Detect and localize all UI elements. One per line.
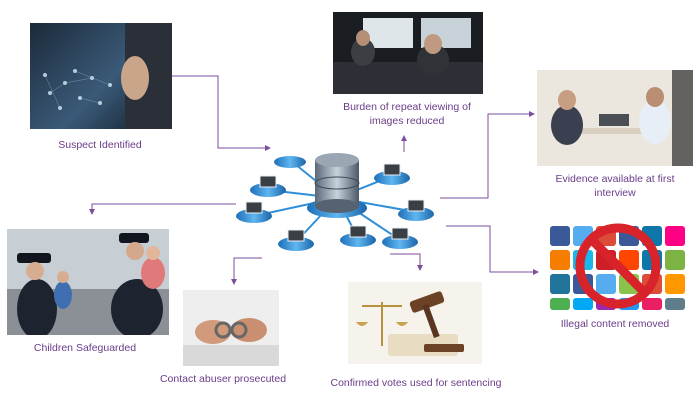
officers-with-children-image — [7, 229, 169, 335]
votes-photo — [348, 282, 482, 364]
children-photo — [7, 229, 169, 335]
laptop-node — [236, 156, 434, 251]
arrow-evidence — [440, 111, 535, 199]
database-network-icon — [236, 153, 434, 251]
arrow-suspect — [172, 75, 271, 151]
evidence-photo — [537, 70, 693, 166]
arrow-children — [89, 203, 236, 215]
label-burden-line2: images reduced — [369, 114, 445, 127]
touchscreen-network-image — [43, 23, 172, 129]
contact-photo — [183, 290, 279, 366]
label-evidence-available: Evidence available at first interview — [530, 173, 700, 200]
suspect-photo — [30, 23, 172, 129]
illegal-content-graphic — [548, 222, 688, 310]
arrow-illegal — [446, 225, 539, 275]
arrow-votes — [390, 253, 423, 271]
label-evidence-line1: Evidence available at first — [555, 173, 675, 185]
handcuffed-hands-image — [183, 290, 279, 366]
interview-room-image — [537, 70, 693, 166]
label-confirmed-votes: Confirmed votes used for sentencing — [330, 377, 502, 389]
arrow-contact — [231, 257, 262, 285]
label-burden-reduced: Burden of repeat viewing of images reduc… — [322, 101, 492, 128]
label-evidence-line2: interview — [594, 186, 636, 199]
burden-photo — [333, 12, 483, 94]
no-symbol-icon — [575, 223, 661, 309]
label-children-safeguarded: Children Safeguarded — [33, 342, 137, 354]
operators-at-screens-image — [333, 18, 483, 94]
label-burden-line1: Burden of repeat viewing of — [343, 101, 471, 113]
label-illegal-content-removed: Illegal content removed — [560, 318, 670, 330]
social-icons-grid — [550, 223, 685, 310]
label-suspect-identified: Suspect Identified — [58, 139, 142, 151]
gavel-scales-image — [348, 282, 482, 364]
label-contact-abuser: Contact abuser prosecuted — [159, 373, 287, 385]
